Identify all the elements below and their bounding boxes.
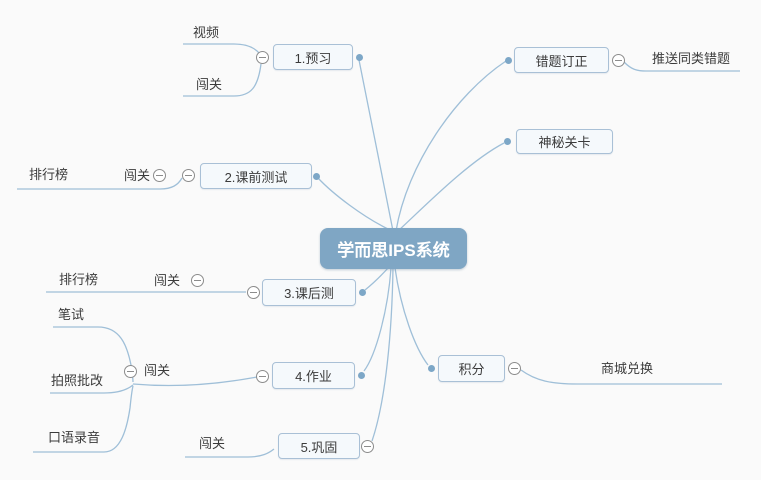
minus-icon	[127, 371, 134, 372]
connector-dot-preview	[356, 54, 363, 61]
expander-preview[interactable]	[256, 51, 269, 64]
node-preview[interactable]: 1.预习	[273, 44, 353, 70]
link-pass-oral	[33, 385, 134, 453]
expander-homework[interactable]	[256, 370, 269, 383]
link-root-preview	[358, 59, 394, 232]
expander-consolidate[interactable]	[361, 440, 374, 453]
link-correction-push	[623, 61, 740, 72]
link-pass-photo	[50, 384, 134, 394]
minus-icon	[250, 292, 257, 293]
connector-dot-correction	[505, 57, 512, 64]
connector-dot-pretest	[313, 173, 320, 180]
link-root-consolidate	[371, 267, 394, 442]
expander-correction[interactable]	[612, 54, 625, 67]
leaf-pretest-pass[interactable]: 闯关	[124, 168, 151, 183]
leaf-posttest-ranking[interactable]: 排行榜	[59, 272, 99, 287]
link-preview-video	[183, 43, 261, 55]
node-consolidate[interactable]: 5.巩固	[278, 433, 360, 459]
node-pretest[interactable]: 2.课前测试	[200, 163, 312, 189]
expander-points[interactable]	[508, 362, 521, 375]
expander-homework-pass[interactable]	[124, 365, 137, 378]
link-preview-pass	[183, 63, 262, 97]
leaf-homework-pass[interactable]: 闯关	[144, 363, 171, 378]
leaf-consolidate-pass[interactable]: 闯关	[199, 436, 226, 451]
node-correction[interactable]: 错题订正	[514, 47, 609, 73]
link-pretest-row	[17, 177, 183, 190]
connector-dot-posttest	[359, 289, 366, 296]
connector-dot-points	[428, 365, 435, 372]
link-root-homework	[363, 267, 392, 372]
minus-icon	[185, 175, 192, 176]
root-node[interactable]: 学而思IPS系统	[320, 228, 467, 269]
connector-dot-homework	[358, 372, 365, 379]
link-pass-written	[53, 326, 134, 383]
link-root-mystery	[397, 142, 505, 232]
expander-posttest-pass[interactable]	[191, 274, 204, 287]
expander-posttest[interactable]	[247, 286, 260, 299]
leaf-preview-pass[interactable]: 闯关	[196, 77, 223, 92]
node-points[interactable]: 积分	[438, 355, 505, 382]
link-root-points	[394, 267, 429, 366]
expander-pretest[interactable]	[182, 169, 195, 182]
minus-icon	[259, 57, 266, 58]
minus-icon	[259, 376, 266, 377]
minus-icon	[194, 280, 201, 281]
minus-icon	[615, 60, 622, 61]
leaf-mall-exchange[interactable]: 商城兑换	[601, 361, 654, 376]
minus-icon	[156, 175, 163, 176]
expander-pretest-pass[interactable]	[153, 169, 166, 182]
leaf-posttest-pass[interactable]: 闯关	[154, 273, 181, 288]
leaf-oral-record[interactable]: 口语录音	[48, 430, 101, 445]
link-homework-pass	[132, 376, 258, 387]
leaf-written[interactable]: 笔试	[58, 307, 85, 322]
node-mystery[interactable]: 神秘关卡	[516, 129, 613, 154]
minus-icon	[511, 368, 518, 369]
minus-icon	[364, 446, 371, 447]
node-homework[interactable]: 4.作业	[272, 362, 355, 389]
connector-dot-mystery	[504, 138, 511, 145]
link-root-pretest	[317, 177, 391, 231]
leaf-pretest-ranking[interactable]: 排行榜	[29, 167, 69, 182]
link-points-mall	[520, 369, 722, 385]
link-consolidate-pass	[185, 448, 275, 458]
leaf-photo-correct[interactable]: 拍照批改	[51, 373, 104, 388]
link-root-correction	[395, 60, 507, 232]
node-posttest[interactable]: 3.课后测	[262, 279, 356, 306]
link-root-posttest	[364, 266, 390, 291]
leaf-video[interactable]: 视频	[193, 25, 220, 40]
leaf-push-similar[interactable]: 推送同类错题	[652, 51, 731, 66]
